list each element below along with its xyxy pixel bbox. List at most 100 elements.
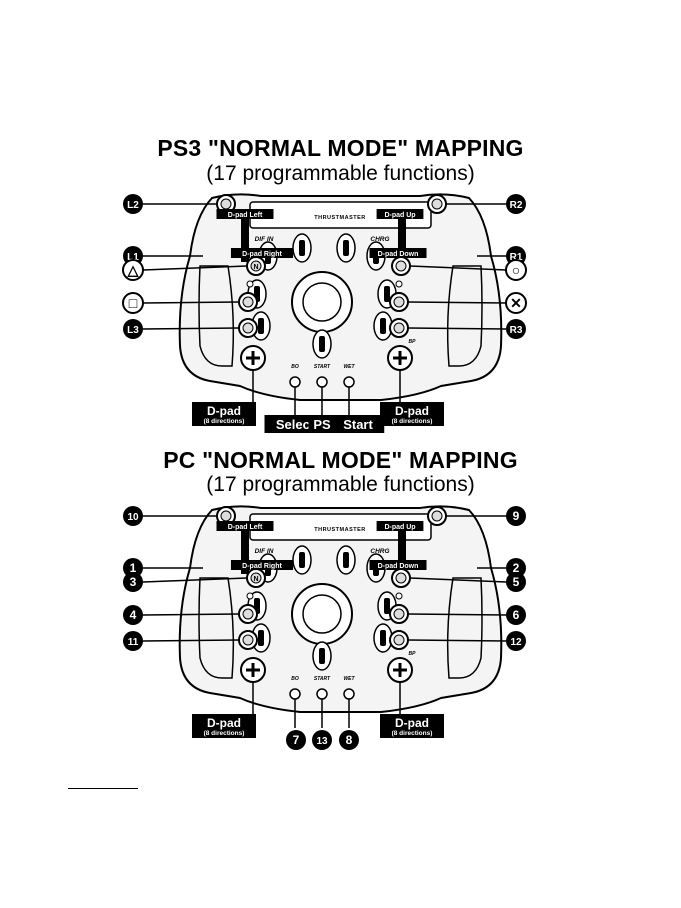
rotary-knob-grip-3 xyxy=(343,240,349,256)
bo-button xyxy=(289,688,301,700)
left-label-1-circle xyxy=(123,506,143,526)
indicator-dot-2 xyxy=(395,280,403,288)
bottom-dpad-left-main: D-pad xyxy=(207,716,241,730)
left-label-1: L2 xyxy=(127,200,139,211)
left-callout-line-5 xyxy=(142,327,240,330)
tag-dpad-right-bg xyxy=(230,560,294,570)
right-label-3: 5 xyxy=(513,575,520,589)
tag-dpad-left-bg xyxy=(216,209,274,219)
right-label-4-circle xyxy=(506,605,526,625)
center-hub-inner xyxy=(302,594,342,634)
center-hub-inner xyxy=(302,282,342,322)
n-button-left-cap xyxy=(250,572,262,584)
bottom-dpad-left-box xyxy=(192,402,256,426)
left-label-2-circle xyxy=(123,558,143,578)
rotary-knob-grip-6 xyxy=(384,286,390,302)
left-callout-line-3 xyxy=(142,577,248,583)
right-callout-line-5 xyxy=(407,327,507,330)
brand-label: THRUSTMASTER xyxy=(314,215,366,221)
right-label-5-circle xyxy=(506,319,526,339)
left-label-4-circle xyxy=(123,605,143,625)
right-label-4: 6 xyxy=(513,608,520,622)
top-left-cap xyxy=(220,198,232,210)
bottom-label-8: 8 xyxy=(346,733,353,747)
bottom-start-box xyxy=(331,415,385,433)
right-label-5: 12 xyxy=(510,637,522,648)
left-callout-line-4 xyxy=(142,301,240,304)
right-label-4-circle xyxy=(505,292,527,314)
tag-dpad-up-bg xyxy=(376,209,424,219)
button-right-2-cap xyxy=(393,608,405,620)
left-label-5: L3 xyxy=(127,325,139,336)
right-callout-line-4 xyxy=(407,613,507,616)
left-label-5-circle xyxy=(123,319,143,339)
left-label-4: 4 xyxy=(130,608,137,622)
left-paddle xyxy=(241,528,249,574)
n-button-letter: N xyxy=(253,264,258,271)
start-button xyxy=(316,688,328,700)
rotary-knob-grip-7 xyxy=(258,630,264,646)
bottom-label-7-circle xyxy=(286,730,306,750)
ps3-title: PS3 "NORMAL MODE" MAPPING xyxy=(157,135,524,161)
left-paddle xyxy=(241,216,249,262)
bottom-dpad-left-box xyxy=(192,714,256,738)
tag-dpad-left-bg xyxy=(216,521,274,531)
right-label-3: ○ xyxy=(512,262,520,278)
indicator-dot-1 xyxy=(246,592,254,600)
left-label-4: □ xyxy=(129,295,138,311)
right-callout-line-5 xyxy=(407,639,507,642)
right-label-2: 2 xyxy=(513,561,520,575)
top-right-cap xyxy=(431,198,443,210)
footnote-divider xyxy=(68,788,138,789)
right-label-1: R2 xyxy=(510,200,523,211)
right-label-5: R3 xyxy=(510,325,523,336)
tag-dpad-down-bg xyxy=(369,560,427,570)
right-label-2-circle xyxy=(506,558,526,578)
bottom-dpad-right-sub: (8 directions) xyxy=(392,418,433,425)
left-label-3: 3 xyxy=(130,575,137,589)
bp-print: BP xyxy=(409,651,417,657)
button-right-2-cap xyxy=(393,296,405,308)
left-label-3-circle xyxy=(122,259,144,281)
wet-print: WET xyxy=(343,364,355,370)
left-callout-line-3 xyxy=(142,265,248,271)
bottom-dpad-left-sub: (8 directions) xyxy=(204,730,245,737)
n-button-letter: N xyxy=(253,576,258,583)
tag-dpad-down-bg xyxy=(369,248,427,258)
bottom-start: Start xyxy=(343,417,373,432)
left-label-2: 1 xyxy=(130,561,137,575)
button-right-3-cap xyxy=(393,322,405,334)
right-callout-line-3 xyxy=(409,577,507,583)
bp-print: BP xyxy=(409,339,417,345)
tag-dpad-down: D-pad Down xyxy=(378,563,419,570)
dpad-left-cross xyxy=(246,663,260,677)
button-left-2-cap xyxy=(242,296,254,308)
wet-button xyxy=(343,376,355,388)
tag-dpad-right: D-pad Right xyxy=(242,563,282,570)
button-right-1-cap xyxy=(395,572,407,584)
start-button xyxy=(316,376,328,388)
dif-in-print: DIF IN xyxy=(255,236,274,243)
right-paddle xyxy=(398,216,406,262)
button-right-3-cap xyxy=(393,634,405,646)
tag-dpad-up: D-pad Up xyxy=(384,524,415,531)
top-right-cap xyxy=(431,510,443,522)
wet-button xyxy=(343,688,355,700)
chrg-print: CHRG xyxy=(370,236,389,243)
indicator-dot-1 xyxy=(246,280,254,288)
bottom-select: Select xyxy=(276,417,315,432)
left-callout-line-4 xyxy=(142,613,240,616)
right-label-3-circle xyxy=(505,259,527,281)
left-callout-line-5 xyxy=(142,639,240,642)
bottom-ps-box xyxy=(308,415,336,433)
rotary-knob-grip-2 xyxy=(299,240,305,256)
tag-dpad-right-bg xyxy=(230,248,294,258)
ps3-subtitle: (17 programmable functions) xyxy=(206,162,475,185)
right-label-1-circle xyxy=(506,506,526,526)
rotary-knob-grip-2 xyxy=(299,552,305,568)
tag-dpad-down: D-pad Down xyxy=(378,251,419,258)
bottom-label-8-circle xyxy=(339,730,359,750)
rotary-knob-grip-9 xyxy=(319,648,325,664)
rotary-knob-grip-9 xyxy=(319,336,325,352)
